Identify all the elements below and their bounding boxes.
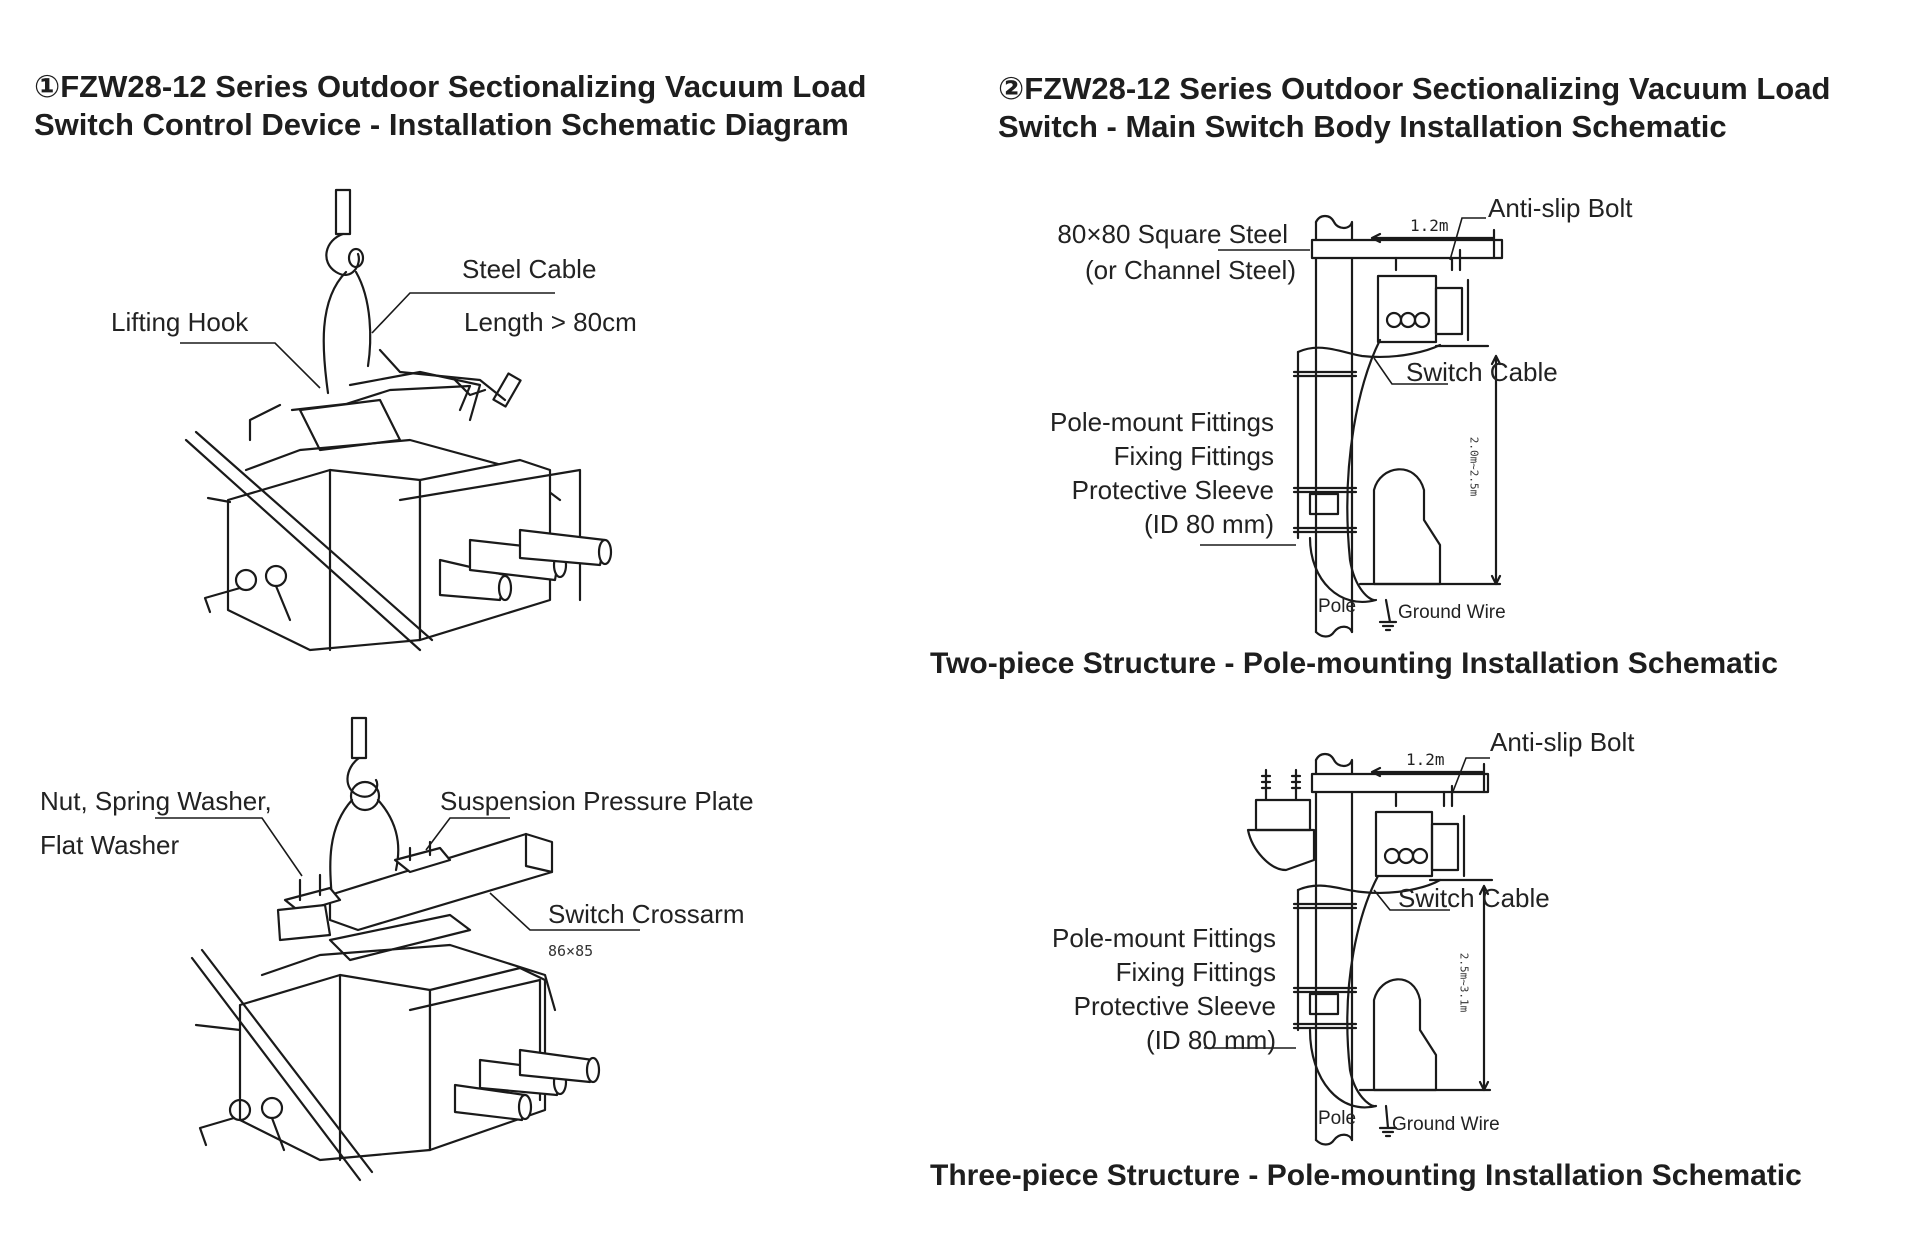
control-cabinet xyxy=(1358,468,1502,586)
switch-crossarm-label: Switch Crossarm xyxy=(548,899,745,929)
pole xyxy=(1314,752,1354,1146)
pole xyxy=(1314,214,1354,638)
pole-fittings xyxy=(1292,343,1442,540)
nut-washer-leader xyxy=(155,817,303,877)
switch-cable-leader xyxy=(1373,357,1448,385)
height-dimension xyxy=(1478,884,1490,1092)
cable-length-label: Length > 80cm xyxy=(464,307,637,337)
nut-washer-label-line1: Nut, Spring Washer, xyxy=(40,786,272,816)
switch-crossarm xyxy=(328,832,554,932)
lifting-hook-label: Lifting Hook xyxy=(111,307,249,337)
crossarm-size-label: 86×85 xyxy=(548,942,594,960)
switch-cable-wire xyxy=(1346,338,1382,602)
ground-wire-label: Ground Wire xyxy=(1392,1114,1500,1135)
suspension-plate-leader xyxy=(425,817,510,851)
ground-symbol xyxy=(1378,1104,1398,1138)
switch-cable-label: Switch Cable xyxy=(1398,883,1550,913)
nut-washer-label-line2: Flat Washer xyxy=(40,830,180,860)
suspension-plate-label: Suspension Pressure Plate xyxy=(440,786,754,816)
anti-slip-leader xyxy=(1451,757,1490,795)
ground-symbol xyxy=(1378,598,1398,632)
bushing-group xyxy=(453,1048,601,1122)
protective-sleeve-label: Protective Sleeve xyxy=(1073,991,1276,1021)
crossarm-leader xyxy=(489,892,640,931)
anti-slip-bolt-label: Anti-slip Bolt xyxy=(1488,193,1633,223)
switch-body-b xyxy=(190,903,601,1182)
switch-box xyxy=(1374,810,1494,882)
sleeve-id-label: (ID 80 mm) xyxy=(1144,509,1274,539)
section1-title: ①FZW28-12 Series Outdoor Sectionalizing … xyxy=(34,68,866,144)
fixing-fittings-label: Fixing Fittings xyxy=(1115,957,1276,987)
switch-body-a xyxy=(184,348,613,652)
pole-mount-label: Pole-mount Fittings xyxy=(1052,923,1276,953)
protective-sleeve-label: Protective Sleeve xyxy=(1071,475,1274,505)
anti-slip-leader xyxy=(1449,217,1486,261)
span-label: 1.2m xyxy=(1406,750,1445,769)
steel-cable-leader xyxy=(371,292,555,334)
ground-wire-label: Ground Wire xyxy=(1398,602,1506,623)
two-piece-caption: Two-piece Structure - Pole-mounting Inst… xyxy=(930,647,1778,680)
span-dimension xyxy=(1370,228,1496,260)
section2-title: ②FZW28-12 Series Outdoor Sectionalizing … xyxy=(998,70,1830,146)
span-label: 1.2m xyxy=(1410,216,1449,235)
bushing-group xyxy=(438,528,613,602)
height-dimension xyxy=(1490,354,1502,586)
switch-cable-leader xyxy=(1373,889,1450,911)
span-dimension xyxy=(1370,762,1486,794)
pole-label: Pole xyxy=(1318,596,1357,617)
control-cabinet xyxy=(1358,978,1492,1092)
three-piece-caption: Three-piece Structure - Pole-mounting In… xyxy=(930,1159,1802,1192)
steel-cable-label: Steel Cable xyxy=(462,254,597,284)
crane-hook-icon xyxy=(346,716,381,812)
fixing-fittings-label: Fixing Fittings xyxy=(1113,441,1274,471)
section1-title-line2: Switch Control Device - Installation Sch… xyxy=(34,107,849,142)
section1-title-line1: ①FZW28-12 Series Outdoor Sectionalizing … xyxy=(34,69,867,104)
pole-mount-label: Pole-mount Fittings xyxy=(1050,407,1274,437)
anti-slip-bolt-label: Anti-slip Bolt xyxy=(1490,727,1635,757)
handle-levers xyxy=(203,496,292,622)
switch-cable-wire xyxy=(1346,874,1380,1108)
switch-cable-label: Switch Cable xyxy=(1406,357,1558,387)
lifting-hook-leader xyxy=(180,342,321,389)
insulator-bracket xyxy=(1246,768,1316,872)
height-label: 2.5m~3.1m xyxy=(1457,952,1471,1013)
square-steel-label-line2: (or Channel Steel) xyxy=(1085,255,1296,285)
section2-title-line2: Switch - Main Switch Body Installation S… xyxy=(998,109,1727,144)
switch-box xyxy=(1376,274,1490,348)
square-steel-crossarm xyxy=(1310,772,1490,794)
crane-hook-icon xyxy=(325,188,365,276)
handle-levers xyxy=(194,1023,286,1152)
square-steel-label-line1: 80×80 Square Steel xyxy=(1057,219,1288,249)
pole-fittings xyxy=(1292,878,1442,1032)
pole-label: Pole xyxy=(1318,1108,1357,1129)
section2-title-line1: ②FZW28-12 Series Outdoor Sectionalizing … xyxy=(998,71,1831,106)
sleeve-id-label: (ID 80 mm) xyxy=(1146,1025,1276,1055)
steel-cable-loop xyxy=(322,270,372,395)
